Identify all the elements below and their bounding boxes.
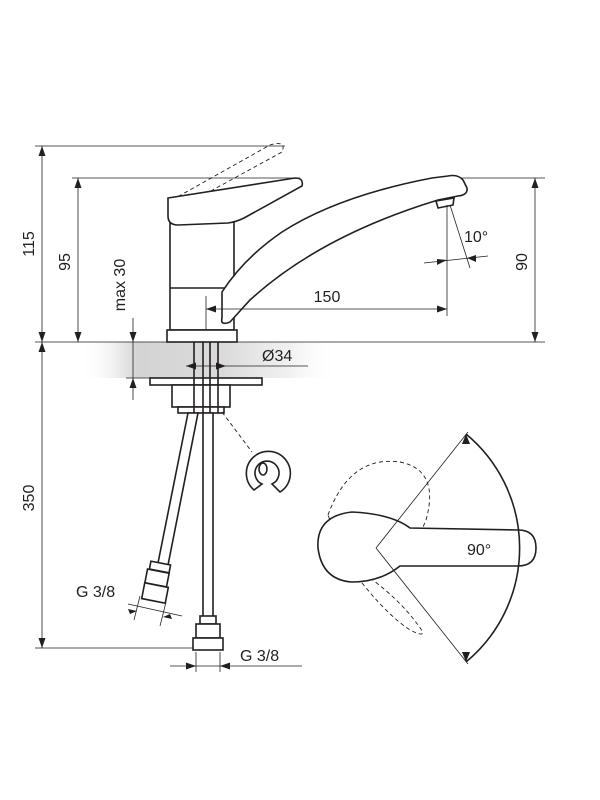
label-115: 115 bbox=[21, 231, 38, 257]
c-clip-icon bbox=[245, 450, 292, 494]
label-max-30: max 30 bbox=[112, 259, 129, 312]
spout bbox=[220, 174, 468, 325]
lever bbox=[167, 177, 304, 226]
dim-body-height: 95 bbox=[57, 178, 82, 342]
label-90: 90 bbox=[514, 253, 531, 271]
label-350: 350 bbox=[21, 485, 38, 512]
aerator bbox=[434, 197, 455, 209]
dim-max-30: max 30 bbox=[112, 259, 150, 400]
hose-right bbox=[192, 412, 224, 651]
label-10-degrees: 10° bbox=[464, 229, 488, 246]
dim-spout-angle: 10° bbox=[423, 204, 488, 269]
lever-rotated-outline-lower bbox=[344, 559, 423, 635]
dim-hole-diameter: Ø34 bbox=[186, 348, 308, 370]
label-90-degrees: 90° bbox=[467, 542, 491, 559]
label-g38-left: G 3/8 bbox=[76, 584, 115, 601]
faucet-body bbox=[166, 221, 238, 343]
dim-spout-height: 90 bbox=[514, 178, 539, 342]
dim-thread-left: G 3/8 bbox=[76, 584, 183, 627]
dim-total-height: 115 bbox=[21, 146, 46, 342]
mounting-assembly bbox=[149, 342, 263, 414]
label-95: 95 bbox=[57, 253, 74, 271]
dim-hose-length: 350 bbox=[21, 342, 46, 648]
lever-top-view: 90° bbox=[317, 431, 537, 665]
clip-leader bbox=[221, 411, 253, 453]
hose-left bbox=[140, 412, 199, 605]
label-diameter-34: Ø34 bbox=[262, 348, 292, 365]
label-150: 150 bbox=[314, 289, 341, 306]
lever-top bbox=[317, 511, 537, 583]
dim-thread-right: G 3/8 bbox=[170, 648, 302, 672]
label-g38-right: G 3/8 bbox=[240, 648, 279, 665]
lever-raised-outline bbox=[171, 143, 284, 201]
